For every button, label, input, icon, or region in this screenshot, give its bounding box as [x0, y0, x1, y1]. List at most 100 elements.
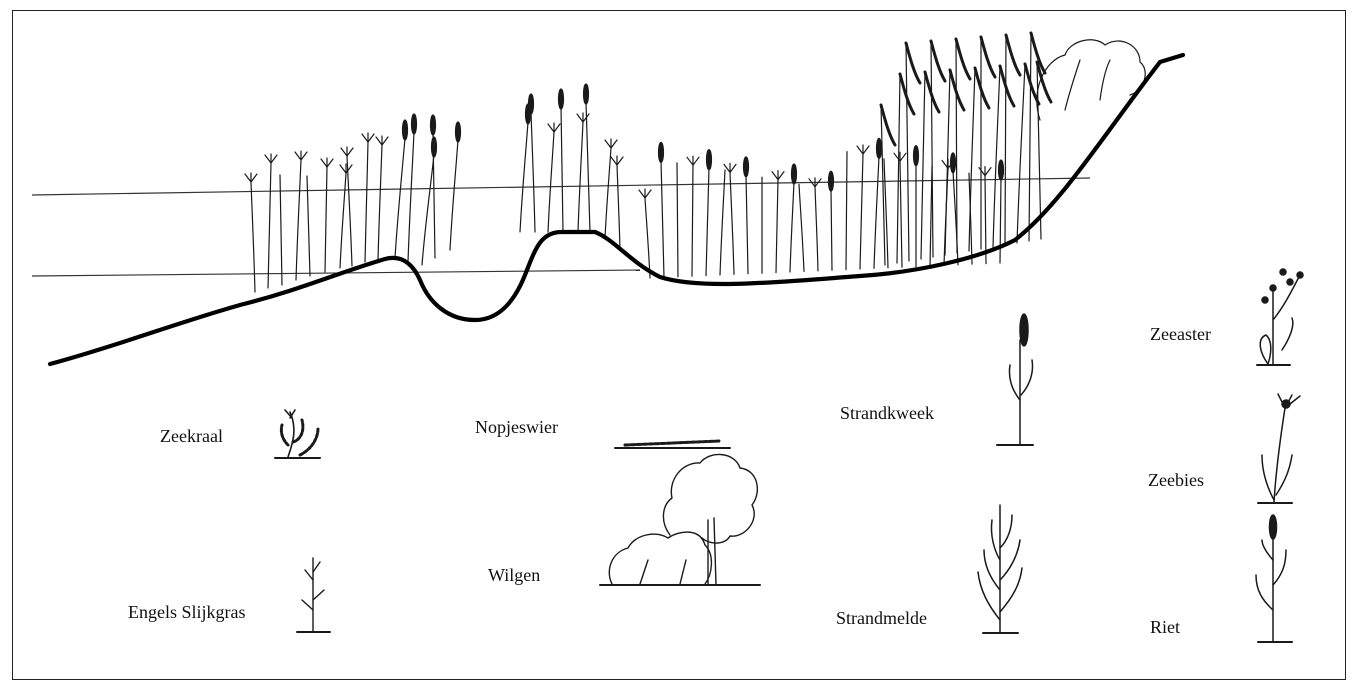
plant-spike [559, 89, 564, 109]
strandmelde-icon [978, 505, 1022, 633]
plant-tuft [724, 163, 736, 172]
plant-stem [586, 102, 590, 232]
plant-tuft [639, 189, 651, 198]
plant-stem [1029, 33, 1031, 241]
zeebies-icon [1258, 394, 1300, 503]
plant-tuft [295, 151, 307, 160]
plant-stem [900, 161, 902, 267]
plant-stem [268, 163, 271, 288]
plant-stem [251, 182, 255, 292]
plant-stem [993, 66, 1000, 247]
plant-tuft [265, 154, 277, 163]
riet-icon [1256, 515, 1292, 642]
wilgen-icon [600, 454, 760, 585]
plant-plume [881, 105, 895, 145]
plant-stem [661, 160, 664, 277]
plant-spike [744, 157, 749, 177]
plant-spike [432, 137, 437, 157]
plant-stem [408, 132, 414, 262]
plant-stem [945, 70, 950, 255]
plant-stem [395, 138, 405, 258]
plant-stem [605, 148, 611, 238]
label-engels-slijkgras: Engels Slijkgras [128, 602, 246, 622]
plant-tuft [376, 136, 388, 145]
label-strandmelde: Strandmelde [836, 608, 927, 628]
plant-stem [365, 142, 368, 262]
plant-spike [431, 115, 436, 135]
plant-tuft [341, 147, 353, 156]
plant-stem [677, 163, 678, 277]
plant-stem [846, 152, 847, 270]
plant-stem [906, 43, 909, 261]
plant-spike [877, 138, 882, 158]
plant-plume [906, 43, 920, 83]
plant-stem [1000, 178, 1001, 263]
plant-stem [561, 107, 563, 232]
plant-plume [931, 41, 945, 81]
plant-stem [921, 72, 925, 259]
plant-spike [792, 164, 797, 184]
label-zeeaster: Zeeaster [1150, 324, 1211, 344]
plant-plume [975, 68, 989, 108]
plant-tuft [340, 164, 352, 173]
plant-spike [914, 146, 919, 166]
plant-stem [799, 184, 804, 271]
plant-tuft [687, 156, 699, 165]
plant-tuft [894, 152, 906, 161]
plant-spike [584, 84, 589, 104]
plant-stem [422, 155, 434, 265]
plant-stem [378, 145, 382, 260]
plant-tuft [577, 113, 589, 122]
plant-plume [956, 39, 970, 79]
plant-stem [881, 105, 885, 265]
plant-tuft [857, 145, 869, 154]
plant-tuft [321, 158, 333, 167]
plant-tuft [362, 133, 374, 142]
plant-stem [1005, 35, 1006, 245]
plant-tuft [611, 156, 623, 165]
plant-stem [340, 173, 346, 268]
plant-stem [450, 140, 458, 250]
plant-spike [412, 114, 417, 134]
label-wilgen: Wilgen [488, 565, 540, 585]
plant-stem [746, 175, 748, 274]
plant-stem [1017, 64, 1025, 243]
plant-stem [860, 154, 863, 269]
label-nopjeswier: Nopjeswier [475, 417, 558, 437]
plant-stem [776, 180, 778, 273]
plant-spike [999, 160, 1004, 180]
plant-stem [548, 132, 554, 232]
plant-stem [617, 165, 620, 250]
plant-stem [347, 156, 352, 266]
plant-spike [403, 120, 408, 140]
plant-stem [969, 68, 975, 251]
zeeaster-icon [1257, 269, 1303, 365]
plant-stem [815, 187, 818, 271]
plant-stem [874, 156, 879, 268]
plant-spike [951, 153, 956, 173]
plant-stem [531, 112, 535, 232]
plant-stem [692, 165, 693, 276]
plant-stem [520, 122, 528, 232]
label-riet: Riet [1150, 617, 1180, 637]
plant-stem [730, 172, 734, 274]
plant-stem [578, 122, 583, 232]
plant-spike [659, 142, 664, 162]
strandkweek-icon [997, 314, 1033, 445]
plant-tuft [605, 139, 617, 148]
zeekraal-icon [275, 410, 320, 458]
plant-tuft [548, 123, 560, 132]
plant-stem [645, 198, 650, 278]
plant-spike [707, 150, 712, 170]
plant-stem [831, 189, 832, 270]
engels-slijkgras-icon [297, 558, 330, 632]
plant-stem [720, 170, 725, 275]
plant-plume [1000, 66, 1014, 106]
plant-spike [529, 94, 534, 114]
plant-spike [829, 171, 834, 191]
plant-stem [296, 160, 301, 280]
willow-outline [1037, 40, 1145, 120]
nopjeswier-icon [615, 441, 730, 448]
label-zeekraal: Zeekraal [160, 426, 223, 446]
